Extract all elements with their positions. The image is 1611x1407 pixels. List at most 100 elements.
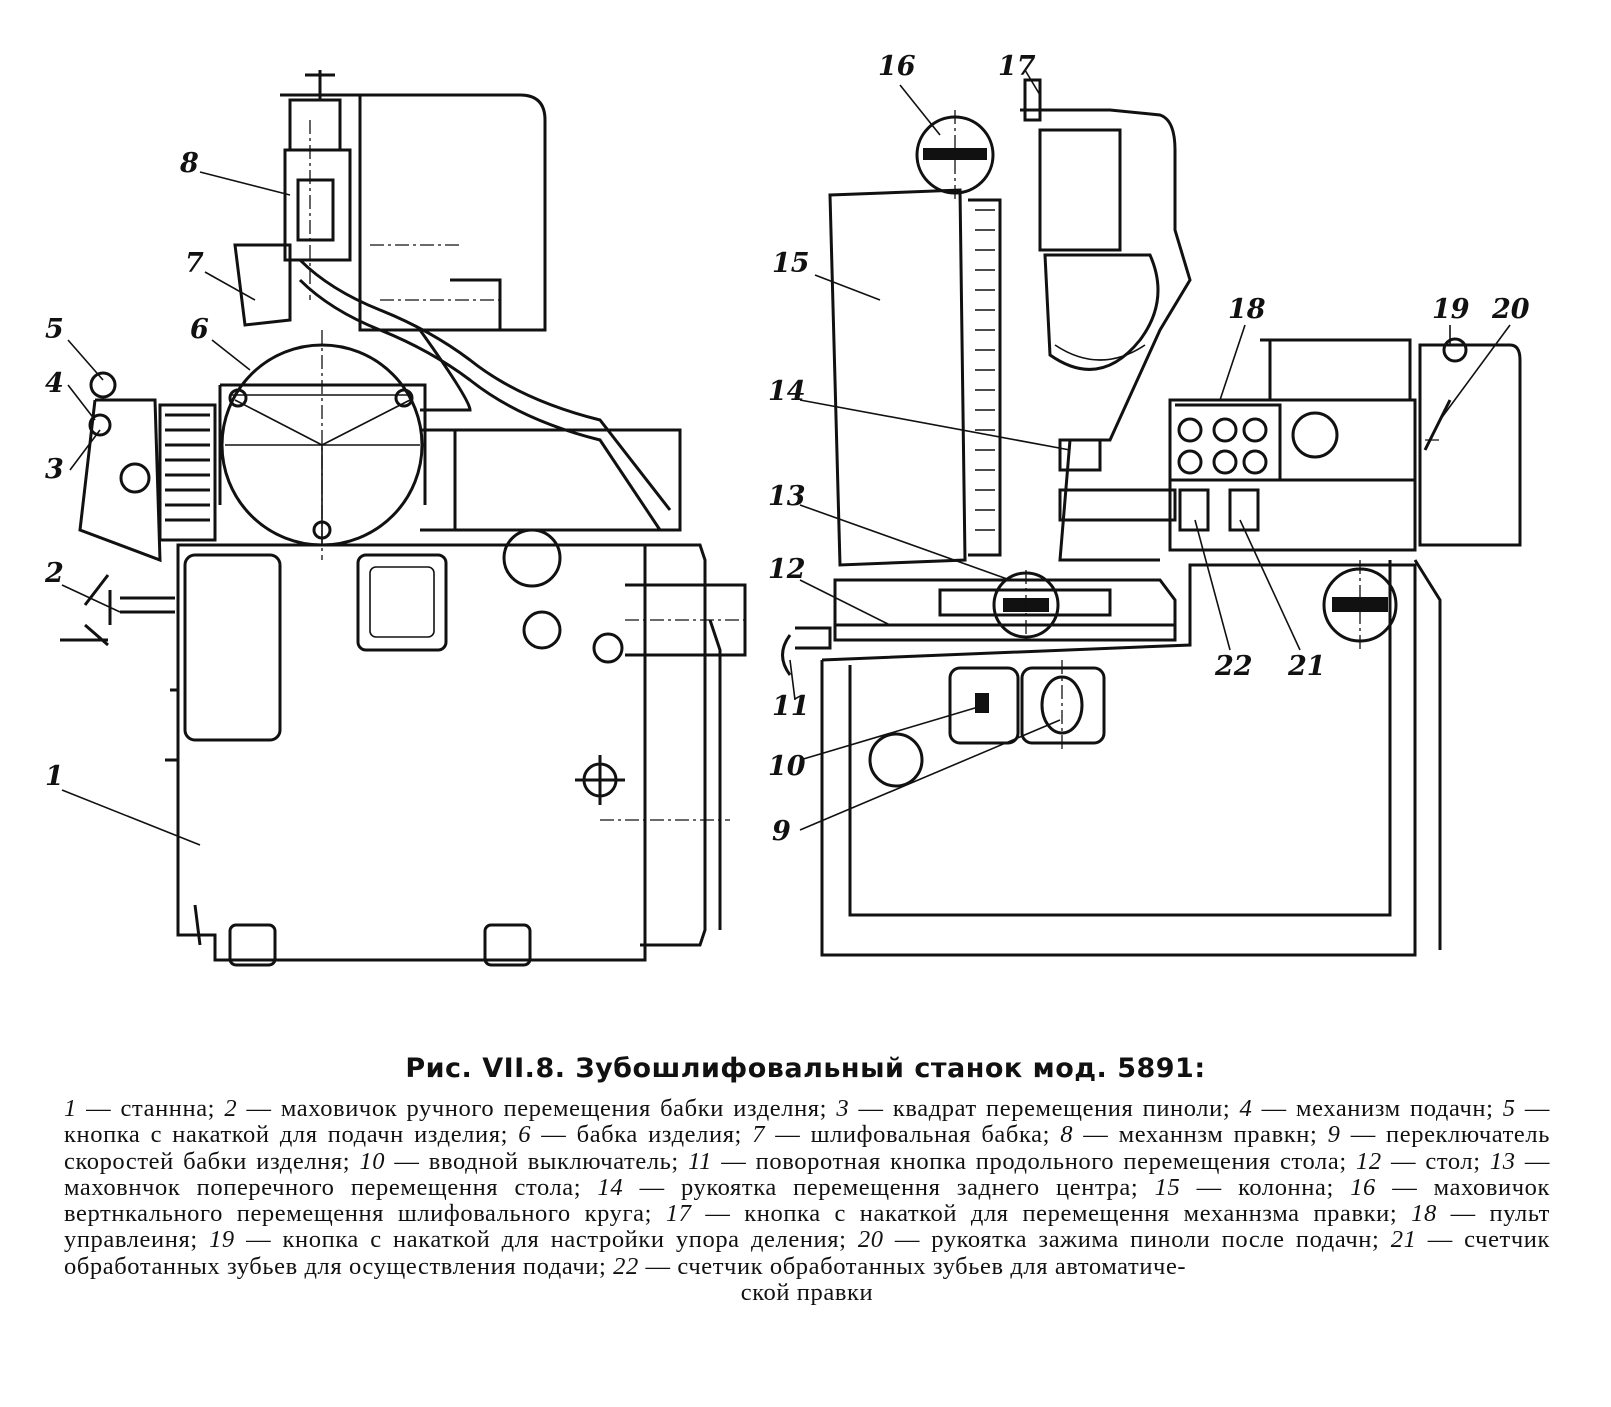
legend-text: — вводной выключатель; xyxy=(385,1147,689,1175)
legend-number: 11 xyxy=(688,1147,713,1175)
right-bed xyxy=(820,563,1417,957)
left-bed-frame xyxy=(176,543,647,962)
panel-switch-10 xyxy=(948,666,1020,745)
callout-21: 21 xyxy=(1287,651,1326,682)
dresser-mech xyxy=(283,98,352,262)
legend-text: — механнзм правкн; xyxy=(1073,1121,1328,1149)
callout-2: 2 xyxy=(44,558,64,589)
legend-number: 4 xyxy=(1239,1095,1253,1122)
left-bed-side xyxy=(640,543,707,947)
left-view xyxy=(60,70,747,967)
legend-number: 9 xyxy=(1327,1121,1341,1149)
machine-drawing: 1 2 3 4 5 6 7 8 9 10 11 12 13 14 15 16 1… xyxy=(44,51,1530,967)
legend-text: — маховичок вертнкального перемещення шл… xyxy=(64,1173,1551,1228)
coolant-hose xyxy=(298,258,672,511)
callout-8: 8 xyxy=(179,148,199,179)
legend-number: 15 xyxy=(1154,1173,1181,1201)
legend-text: — счетчик обработанных зубьев для автома… xyxy=(638,1252,1187,1280)
counter-22 xyxy=(1178,488,1210,532)
callout-13: 13 xyxy=(768,481,806,512)
callout-3: 3 xyxy=(45,454,64,485)
legend-text: — колонна; xyxy=(1180,1173,1351,1201)
callout-5: 5 xyxy=(45,314,64,345)
callout-7: 7 xyxy=(185,248,204,279)
legend-text: — кнопка с накаткой для перемещення меха… xyxy=(691,1200,1412,1228)
legend-number: 18 xyxy=(1411,1200,1437,1228)
callout-9: 9 xyxy=(772,816,791,847)
left-knob-1 xyxy=(502,528,562,588)
grinding-column xyxy=(280,93,547,332)
grinding-head-right xyxy=(1020,108,1192,562)
legend-number: 1 xyxy=(64,1095,77,1122)
legend-text: — счетчик обработанных зубьев для осущес… xyxy=(64,1226,1550,1280)
legend-number: 14 xyxy=(597,1173,624,1201)
handwheel-2 xyxy=(108,590,175,625)
legend-number: 20 xyxy=(857,1226,884,1254)
legend-text: — станнна; xyxy=(76,1095,225,1122)
legend-number: 19 xyxy=(209,1226,235,1254)
legend-text: — кнопка с накаткой для настройки упора … xyxy=(234,1226,858,1254)
left-cover xyxy=(356,553,448,652)
legend-text: — переключатель скоростей бабки изделня; xyxy=(64,1121,1550,1175)
legend-number: 7 xyxy=(752,1121,766,1149)
legend-last-line: ской правки xyxy=(740,1279,874,1307)
legend-text: — маховнчок поперечного перемещення стол… xyxy=(64,1147,1550,1201)
panel-switch-9 xyxy=(1020,666,1106,745)
legend-number: 21 xyxy=(1390,1226,1417,1254)
legend-number: 10 xyxy=(359,1147,386,1175)
figure-legend: 1 — станнна; 2 — маховичок ручного перем… xyxy=(64,1095,1551,1307)
grinding-head xyxy=(233,243,292,327)
legend-text: — рукоятка перемещення заднего центра; xyxy=(623,1173,1155,1201)
legend-number: 2 xyxy=(224,1095,238,1122)
left-feed-unit xyxy=(78,398,162,563)
legend-text: — рукоятка зажима пиноли после подачн; xyxy=(883,1226,1391,1254)
callout-4: 4 xyxy=(45,368,64,399)
legend-text: — поворотная кнопка продольного перемеще… xyxy=(712,1147,1357,1175)
legend-text: — маховичок ручного перемещения бабки из… xyxy=(237,1095,837,1122)
legend-number: 16 xyxy=(1350,1173,1376,1201)
knob-11 xyxy=(781,626,832,676)
callouts: 1 2 3 4 5 6 7 8 9 10 11 12 13 14 15 16 1… xyxy=(44,51,1530,847)
table-12 xyxy=(833,578,1177,642)
callout-11: 11 xyxy=(772,691,810,722)
legend-number: 22 xyxy=(613,1252,639,1280)
callout-10: 10 xyxy=(768,751,806,782)
column-15 xyxy=(828,188,967,567)
callout-17: 17 xyxy=(998,51,1036,82)
callout-1: 1 xyxy=(45,761,64,792)
leader-lines xyxy=(61,69,1511,846)
legend-text: — бабка изделия; xyxy=(531,1121,753,1149)
workhead-housing xyxy=(420,428,682,532)
callout-19: 19 xyxy=(1432,294,1470,325)
left-knob-2 xyxy=(522,610,562,650)
control-panel-18 xyxy=(1168,398,1417,552)
tailstock-box xyxy=(1418,343,1522,547)
legend-text: — механизм подачн; xyxy=(1252,1095,1503,1122)
callout-12: 12 xyxy=(768,554,806,585)
counter-21 xyxy=(1228,488,1260,532)
legend-text: — кнопка с накаткой для подачн изделия; xyxy=(64,1095,1551,1149)
callout-20: 20 xyxy=(1491,294,1530,325)
callout-16: 16 xyxy=(878,51,916,82)
callout-18: 18 xyxy=(1228,294,1266,325)
left-side-panel xyxy=(708,619,722,930)
figure-title: Рис. VII.8. Зубошлифовальный станок мод.… xyxy=(405,1053,1206,1084)
grinding-wheel xyxy=(1043,253,1160,371)
callout-6: 6 xyxy=(190,314,209,345)
legend-number: 8 xyxy=(1060,1121,1074,1149)
callout-22: 22 xyxy=(1214,651,1253,682)
legend-number: 13 xyxy=(1489,1147,1516,1175)
bellows xyxy=(158,403,217,542)
legend-number: 12 xyxy=(1356,1147,1382,1175)
left-door-panel xyxy=(183,553,282,742)
callout-14: 14 xyxy=(768,376,806,407)
legend-text: — пульт управлеиня; xyxy=(64,1200,1550,1254)
legend-text: — стол; xyxy=(1381,1147,1490,1175)
legend-text: — квадрат перемещения пиноли; xyxy=(849,1095,1240,1122)
right-view xyxy=(781,78,1522,957)
legend-number: 5 xyxy=(1502,1095,1516,1122)
legend-text: — шлифовальная бабка; xyxy=(765,1121,1061,1149)
callout-15: 15 xyxy=(772,248,810,279)
legend-number: 3 xyxy=(836,1095,850,1122)
legend-number: 17 xyxy=(665,1200,692,1228)
